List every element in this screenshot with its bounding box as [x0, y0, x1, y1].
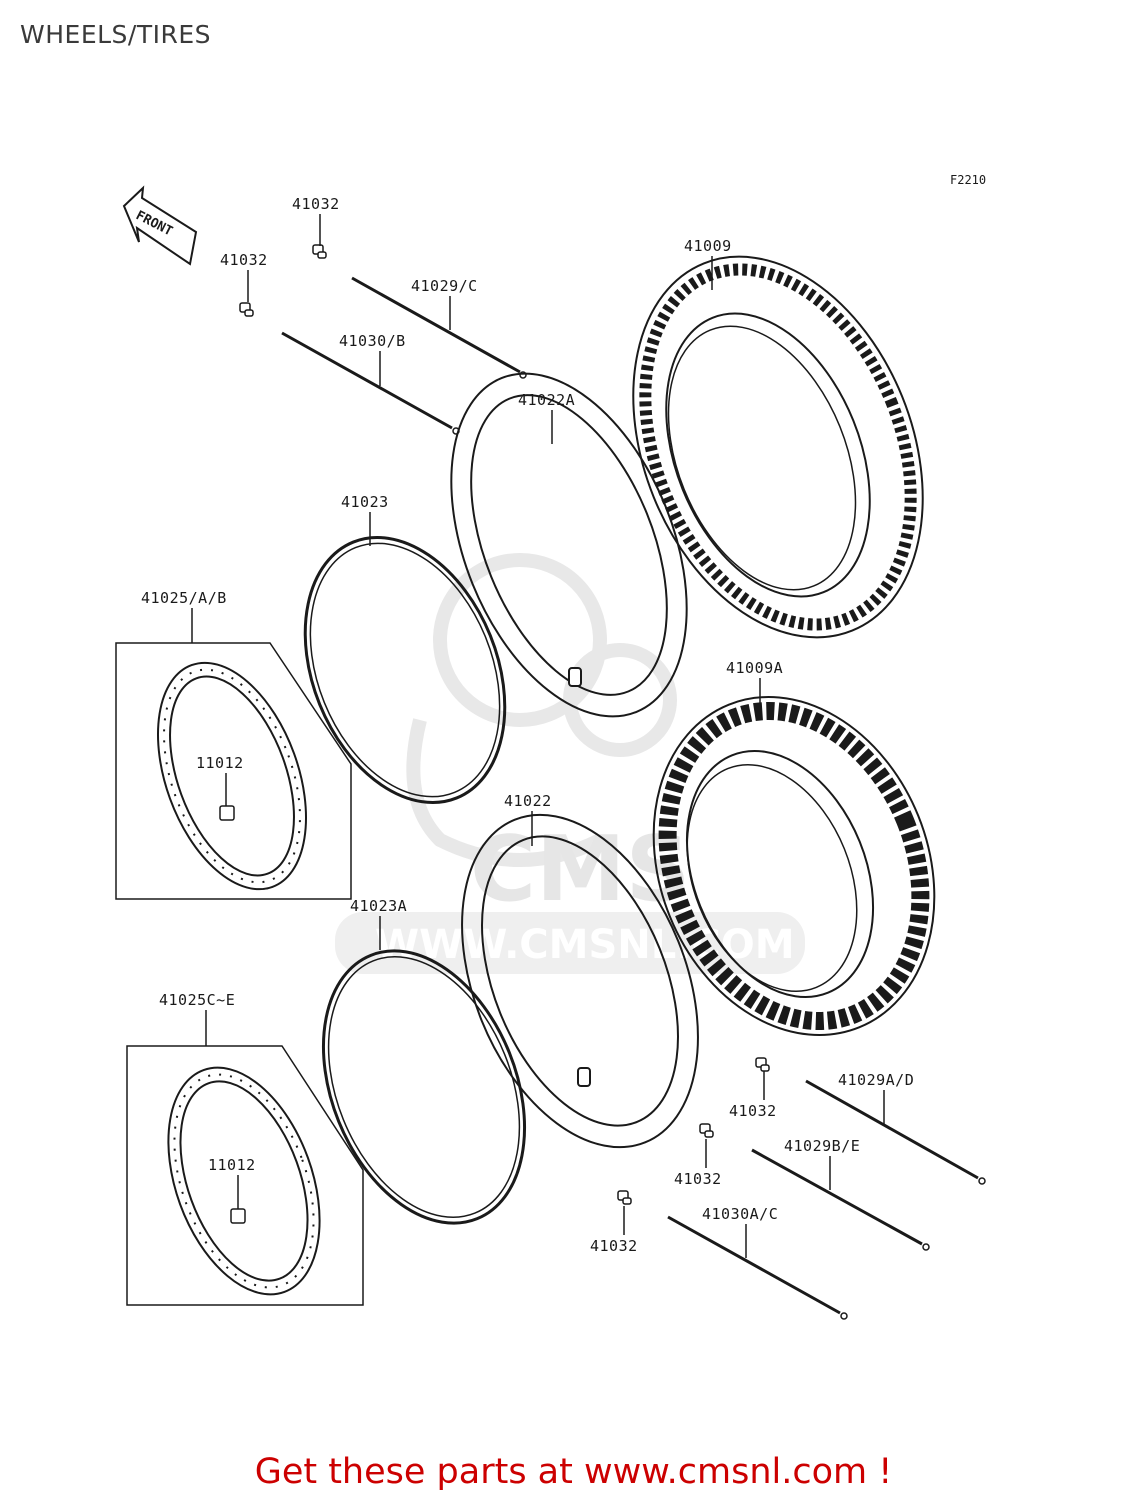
part-label: 41022: [504, 792, 552, 810]
part-label: 41023A: [350, 897, 407, 915]
footer-link-text[interactable]: Get these parts at www.cmsnl.com !: [254, 1452, 893, 1492]
rear-tire-icon: [652, 696, 936, 1036]
page-title: WHEELS/TIRES: [20, 20, 212, 49]
watermark: CMS WWW.CMSNL.COM: [335, 553, 805, 974]
part-label: 41030/B: [339, 332, 406, 350]
part-label: 41032: [674, 1170, 722, 1188]
front-arrow: FRONT: [122, 185, 198, 266]
part-label: 41032: [729, 1102, 777, 1120]
rear-rim-box: [126, 1045, 364, 1306]
rear-rim-icon: [167, 1066, 321, 1296]
part-label: 41009A: [726, 659, 783, 677]
front-tube-icon: [450, 372, 688, 718]
part-label: 41009: [684, 237, 732, 255]
part-label: 41032: [590, 1237, 638, 1255]
spoke-icon: [281, 276, 986, 1320]
front-rim-band-icon: [303, 535, 507, 805]
rear-tube-icon: [461, 813, 699, 1149]
part-label: 11012: [208, 1156, 256, 1174]
rim-lock-icon: [219, 805, 235, 821]
figure-ref: F2210: [950, 173, 986, 187]
valve-icon: [568, 667, 582, 687]
part-label: 41022A: [518, 391, 575, 409]
front-rim-box: [115, 642, 352, 900]
front-arrow-shape: [122, 185, 198, 266]
watermark-logo: [406, 553, 677, 867]
part-label: 41025C~E: [159, 991, 235, 1009]
part-label: 41030A/C: [702, 1205, 778, 1223]
part-labels: 41032 41032 41029/C 41030/B 41009 41022A…: [141, 195, 914, 1255]
rim-lock-icon: [230, 1208, 246, 1224]
front-rim-icon: [157, 661, 307, 891]
valve-icon: [577, 1067, 591, 1087]
part-label: 41032: [220, 251, 268, 269]
part-label: 41023: [341, 493, 389, 511]
front-tire-icon: [632, 255, 924, 639]
part-label: 41032: [292, 195, 340, 213]
rear-rim-band-icon: [321, 949, 527, 1225]
part-label: 11012: [196, 754, 244, 772]
watermark-site-text: WWW.CMSNL.COM: [375, 922, 795, 968]
leader-lines: [191, 214, 885, 1258]
part-label: 41025/A/B: [141, 589, 227, 607]
part-label: 41029B/E: [784, 1137, 860, 1155]
bolt-icon: [239, 244, 770, 1205]
part-label: 41029/C: [411, 277, 478, 295]
part-label: 41029A/D: [838, 1071, 914, 1089]
